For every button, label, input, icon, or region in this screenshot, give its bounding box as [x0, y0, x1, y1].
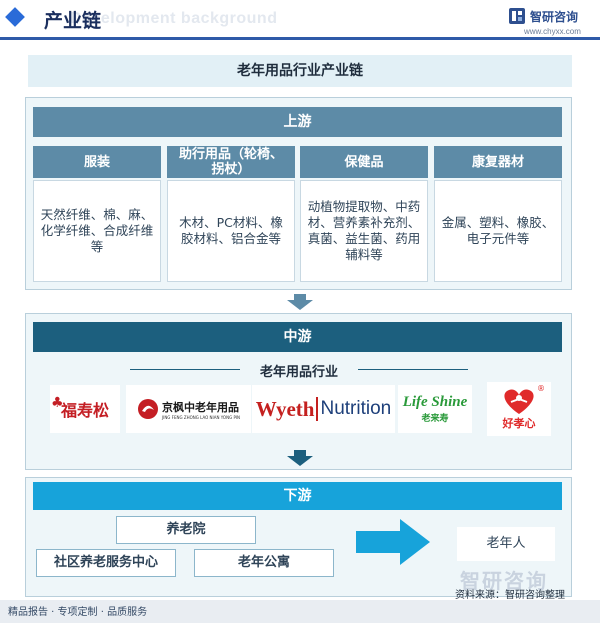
- brand-name-part: Nutrition: [320, 398, 392, 419]
- brand-name-part: Wyeth: [255, 396, 315, 421]
- subtitle-divider: [358, 369, 468, 370]
- header-divider: [0, 37, 600, 40]
- upstream-category-title: 保健品: [300, 146, 428, 178]
- diagram-title: 老年用品行业产业链: [28, 55, 572, 87]
- upstream-category-title: 康复器材: [434, 146, 562, 178]
- right-arrow-icon: [356, 519, 430, 565]
- downstream-item: 养老院: [116, 516, 256, 544]
- upstream-category-title: 服装: [33, 146, 161, 178]
- brand-mark-icon: ♣: [50, 395, 64, 411]
- footer-tagline: 精品报告 · 专项定制 · 品质服务: [8, 607, 148, 618]
- watermark-text: 智研咨询: [460, 569, 548, 593]
- subtitle-divider: [130, 369, 240, 370]
- midstream-subtitle: 老年用品行业: [259, 365, 338, 380]
- brand-name-part: Life Shine: [402, 394, 468, 410]
- brand-logo: 好孝心 ®: [487, 382, 551, 436]
- brand-name: 好孝心: [502, 417, 536, 430]
- brand-mark-icon: [137, 399, 158, 419]
- brand-separator: [316, 397, 319, 421]
- brand-logo: ♣ 福寿松: [50, 385, 120, 433]
- source-note: 资料来源：智研咨询整理: [455, 590, 565, 601]
- downstream-target: 老年人: [457, 527, 555, 561]
- upstream-category-items: 动植物提取物、中药材、营养素补充剂、真菌、益生菌、药用辅料等: [300, 180, 428, 282]
- brand-logo: Wyeth Nutrition: [252, 385, 395, 433]
- upstream-category-items: 天然纤维、棉、麻、化学纤维、合成纤维等: [33, 180, 161, 282]
- brand-url: www.chyxx.com: [524, 27, 581, 36]
- brand-name: 福寿松: [60, 401, 109, 420]
- upstream-category-items: 金属、塑料、橡胶、电子元件等: [434, 180, 562, 282]
- down-arrow-icon: [287, 294, 313, 310]
- brand-name: 智研咨询: [530, 10, 579, 24]
- brand-logo-icon: [509, 8, 525, 24]
- footer-bar: [0, 600, 600, 623]
- heart-logo-icon: [504, 389, 534, 414]
- brand-name: 京枫中老年用品: [161, 400, 239, 414]
- upstream-header: 上游: [33, 107, 562, 137]
- downstream-item: 老年公寓: [194, 549, 334, 577]
- header-ghost-text: Development background: [70, 10, 278, 27]
- downstream-header: 下游: [33, 482, 562, 510]
- page-title: 产业链: [44, 10, 102, 32]
- down-arrow-icon: [287, 450, 313, 466]
- downstream-item: 社区养老服务中心: [36, 549, 176, 577]
- brand-logo: 京枫中老年用品 JING FENG ZHONG LAO NIAN YONG PI…: [126, 385, 251, 433]
- brand-name-part: 老来寿: [421, 414, 449, 424]
- brand-subtext: JING FENG ZHONG LAO NIAN YONG PIN: [161, 414, 241, 420]
- upstream-category-items: 木材、PC材料、橡胶材料、铝合金等: [167, 180, 295, 282]
- midstream-header: 中游: [33, 322, 562, 352]
- brand-logo: Life Shine 老来寿: [398, 385, 472, 433]
- registered-icon: ®: [537, 384, 545, 393]
- upstream-category-title: 助行用品（轮椅、拐杖）: [167, 146, 295, 178]
